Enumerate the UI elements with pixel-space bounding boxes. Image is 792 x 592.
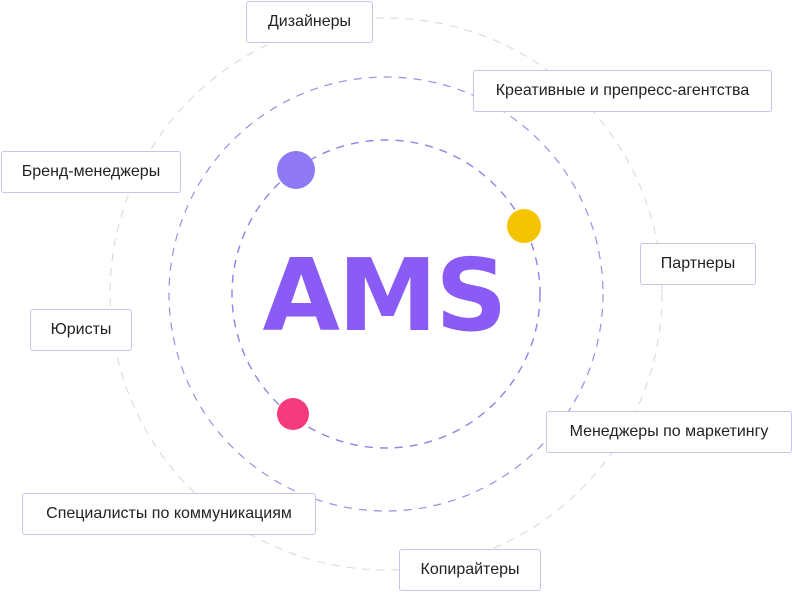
ams-title: AMS [262,237,508,354]
tag-lawyers: Юристы [30,309,132,351]
tag-communication-specialists: Специалисты по коммуникациям [22,493,316,535]
yellow-orbit-dot [507,209,541,243]
tag-partners: Партнеры [640,243,756,285]
outer-orbit-ring [109,17,663,571]
tag-designers: Дизайнеры [246,1,373,43]
tag-creative-agencies: Креативные и препресс-агентства [473,70,772,112]
purple-orbit-dot [277,151,315,189]
pink-orbit-dot [277,398,309,430]
middle-orbit-ring [168,76,604,512]
tag-brand-managers: Бренд-менеджеры [1,151,181,193]
tag-marketing-managers: Менеджеры по маркетингу [546,411,792,453]
inner-orbit-ring [231,139,541,449]
tag-copywriters: Копирайтеры [399,549,541,591]
